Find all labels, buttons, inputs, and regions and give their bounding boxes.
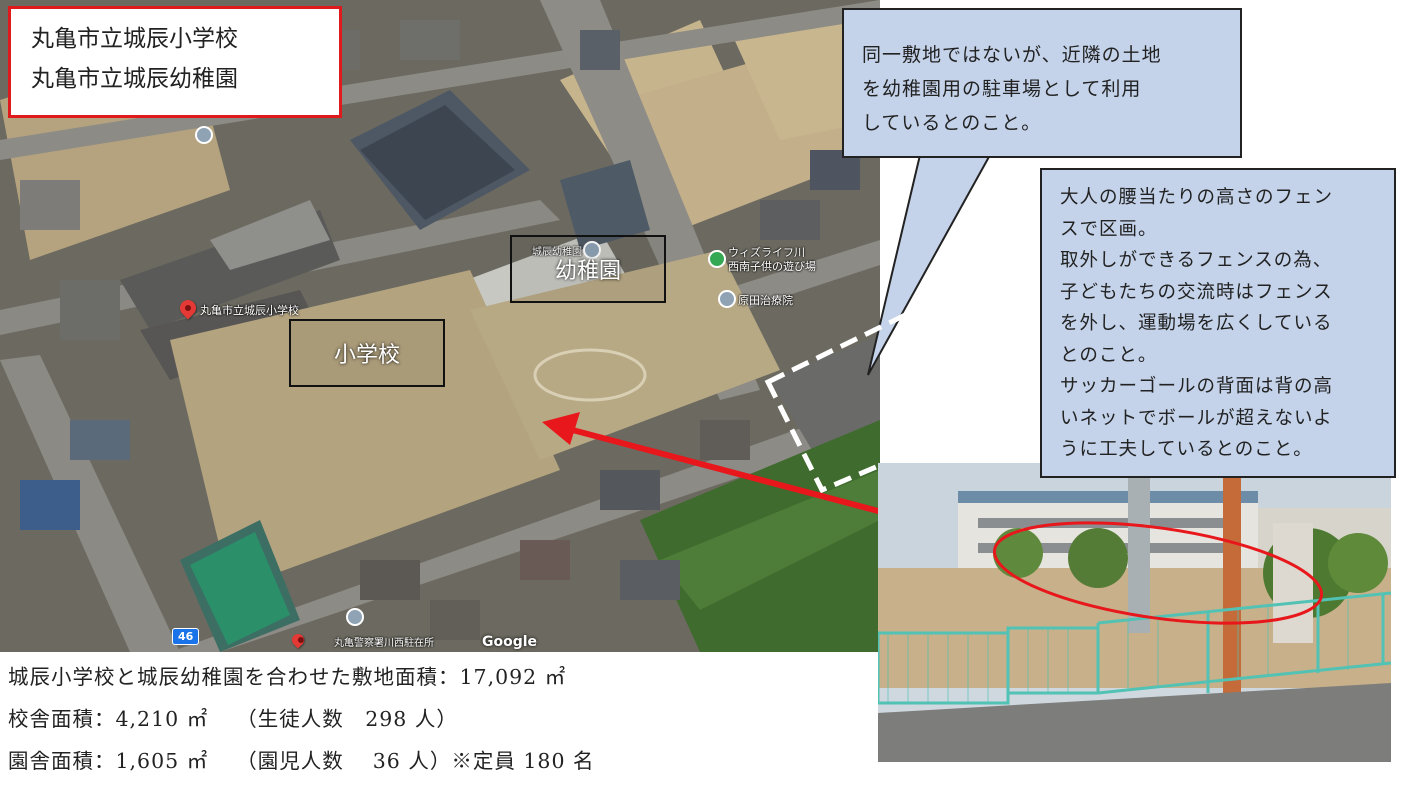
parking-callout: 同一敷地ではないが、近隣の土地 を幼稚園用の駐車場として利用 しているとのこと。	[842, 8, 1242, 158]
elementary-zone-label: 小学校	[333, 343, 400, 368]
fence-callout-line: うに工夫しているとのこと。	[1060, 439, 1313, 460]
kindergarten-pin-icon[interactable]	[583, 241, 601, 259]
fence-callout-line: 子どもたちの交流時はフェンス	[1060, 281, 1333, 303]
fence-callout-line: サッカーゴールの背面は背の高	[1060, 376, 1334, 397]
kindergarten-zone-label: 幼稚園	[554, 259, 621, 284]
park-label-1: ウィズライフ川	[728, 246, 805, 259]
clinic-pin-icon[interactable]	[718, 290, 736, 308]
fence-callout: 大人の腰当たりの高さのフェン スで区画。 取外しができるフェンスの為、 子どもた…	[1040, 168, 1396, 478]
fence-callout-line: 取外しができるフェンスの為、	[1060, 250, 1333, 271]
police-label: 丸亀警察署川西駐在所	[334, 638, 434, 649]
total-site-area: 城辰小学校と城辰幼稚園を合わせた敷地面積：17,092 ㎡	[8, 665, 567, 689]
fence-callout-line: を外し、運動場を広くしている	[1060, 313, 1333, 334]
parking-callout-tail	[867, 154, 992, 376]
title-box: 丸亀市立城辰小学校 丸亀市立城辰幼稚園	[8, 6, 342, 118]
kindergarten-building-area: 園舎面積：1,605 ㎡ （園児人数 36 人）※定員 180 名	[8, 744, 595, 774]
google-logo: Google	[482, 634, 538, 650]
parking-callout-line: を幼稚園用の駐車場として利用	[862, 78, 1142, 100]
clinic-label: 原田治療院	[738, 294, 793, 307]
fence-highlight-ellipse	[992, 521, 1324, 625]
title-kindergarten: 丸亀市立城辰幼稚園	[31, 66, 238, 92]
title-school: 丸亀市立城辰小学校	[31, 26, 238, 52]
fence-photo[interactable]	[878, 463, 1391, 762]
parking-callout-line: しているとのこと。	[862, 112, 1042, 134]
student-count: （生徒人数 298 人）	[236, 707, 458, 731]
kindergarten-area-value: 園舎面積：1,605 ㎡	[8, 749, 209, 773]
pupil-count: （園児人数 36 人）※定員 180 名	[236, 749, 595, 773]
fence-callout-line: いネットでボールが超えないよ	[1060, 407, 1333, 429]
fence-callout-line: スで区画。	[1060, 218, 1158, 240]
school-pin-label: 丸亀市立城辰小学校	[200, 304, 299, 317]
park-label-2: 西南子供の遊び場	[728, 260, 816, 273]
parking-callout-line: 同一敷地ではないが、近隣の土地	[862, 44, 1162, 66]
landmark-pin-icon[interactable]	[195, 126, 213, 144]
fence-callout-line: 大人の腰当たりの高さのフェン	[1060, 187, 1334, 208]
park-pin-icon[interactable]	[708, 250, 726, 268]
police-pin-icon[interactable]	[346, 608, 364, 626]
road-number-badge: 46	[172, 628, 200, 645]
elementary-zone-box[interactable]: 小学校	[289, 319, 445, 387]
school-building-area: 校舎面積：4,210 ㎡ （生徒人数 298 人）	[8, 702, 458, 732]
fence-callout-line: とのこと。	[1060, 344, 1158, 366]
kindergarten-map-label: 城辰幼稚園	[532, 247, 582, 258]
kindergarten-zone-box[interactable]: 幼稚園	[510, 235, 666, 303]
school-area-value: 校舎面積：4,210 ㎡	[8, 707, 209, 731]
fence-photo-image	[878, 463, 1391, 762]
